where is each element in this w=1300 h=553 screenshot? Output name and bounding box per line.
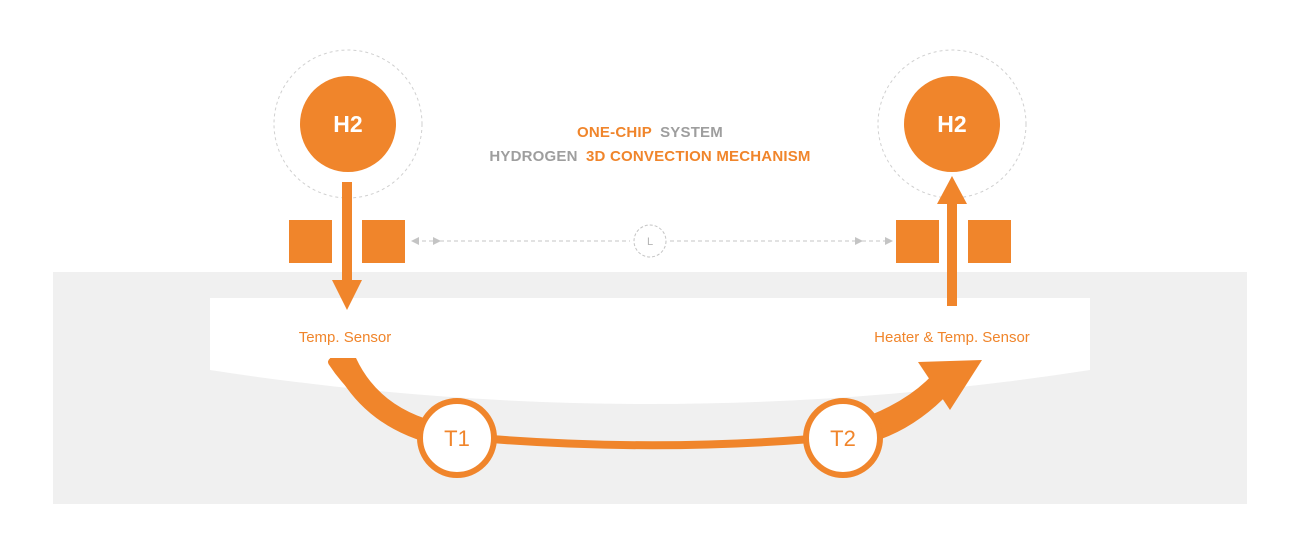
h2-left-label: H2 (333, 111, 362, 137)
h2-right-node (904, 76, 1000, 172)
t2-node (803, 398, 883, 478)
electrode-right-a (896, 220, 939, 263)
title-highlight-2: 3D CONVECTION MECHANISM (586, 148, 811, 165)
electrode-left-a (289, 220, 332, 263)
t1-label: T1 (444, 426, 470, 451)
cavity (210, 298, 1090, 404)
electrode-right-b (968, 220, 1011, 263)
electrode-left-b (362, 220, 405, 263)
flow-path-taper-left (330, 358, 445, 446)
t2-label: T2 (830, 426, 856, 451)
t1-node (417, 398, 497, 478)
title-muted-2: HYDROGEN (489, 148, 577, 165)
distance-marker (633, 224, 667, 258)
shaft-left (342, 182, 352, 282)
shaft-right (947, 200, 957, 306)
arrow-up-right-icon (918, 360, 982, 410)
h2-left-node (300, 76, 396, 172)
sensor-left-label: Temp. Sensor (299, 329, 392, 346)
title-line-2: HYDROGEN 3D CONVECTION MECHANISM (489, 148, 810, 165)
title-line-1: ONE-CHIP SYSTEM (577, 124, 723, 141)
title-rest-1: SYSTEM (660, 124, 723, 141)
arrow-down-icon (332, 280, 362, 310)
sensor-right-label: Heater & Temp. Sensor (874, 329, 1030, 346)
title-highlight-1: ONE-CHIP (577, 124, 652, 141)
arrow-up-icon (937, 176, 967, 204)
distance-label: L (647, 236, 653, 248)
h2-right-label: H2 (937, 111, 966, 137)
